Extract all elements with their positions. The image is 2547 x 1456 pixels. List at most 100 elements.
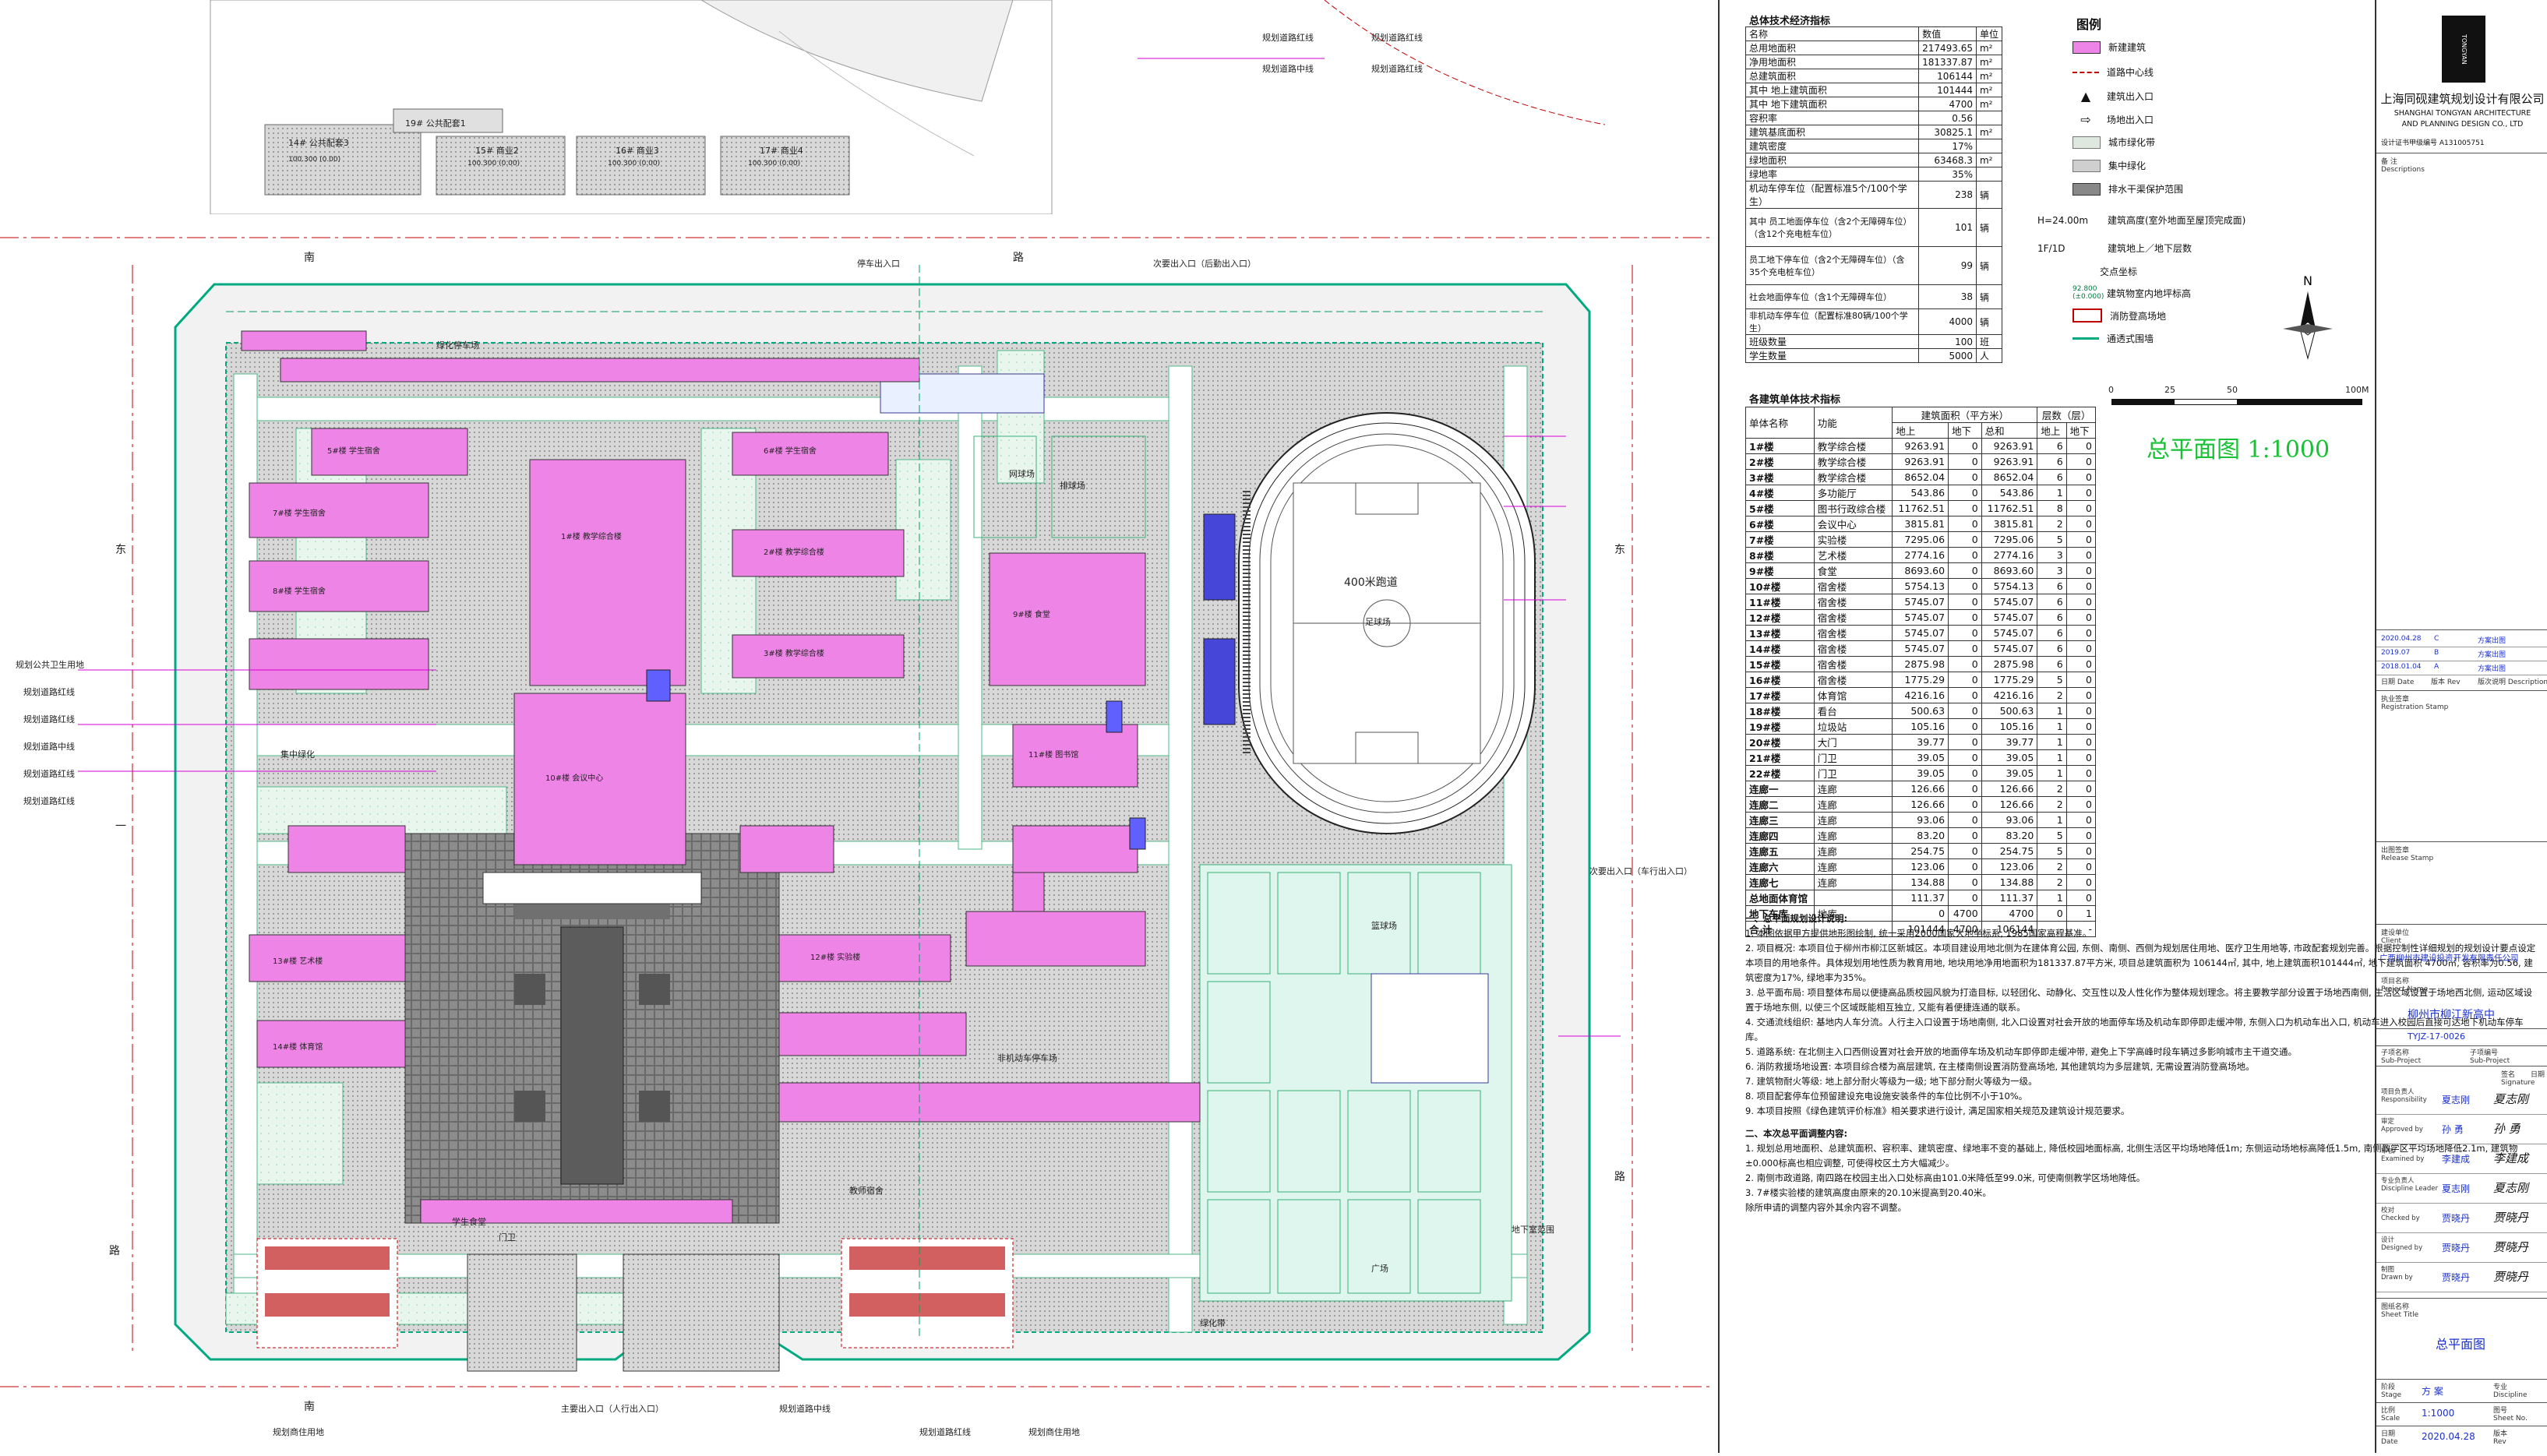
cell: 0 [2065, 672, 2097, 688]
cell: 连廊三 [1745, 812, 1815, 828]
role-label: 项目负责人 Responsibility [2381, 1088, 2427, 1104]
legend-item-city-green: 城市绿化带 [2073, 136, 2155, 149]
cell: 5000 [1918, 348, 1977, 363]
cell: 0 [2065, 562, 2097, 579]
cell: 2 [2037, 796, 2067, 813]
cell: 其中 地上建筑面积 [1744, 83, 1920, 97]
signature: 贾晓丹 [2493, 1240, 2529, 1254]
rev-label: 版本 Rev [2493, 1430, 2508, 1446]
revision-cell: C [2434, 635, 2439, 643]
cell: 18#楼 [1745, 703, 1815, 719]
legend-item-drain: 排水干渠保护范围 [2073, 182, 2183, 196]
cell: 134.88 [1892, 874, 1949, 890]
note-item: 2. 南侧市政道路, 南四路在校园主出入口处标高由101.0米降低至99.0米,… [1745, 1172, 2146, 1183]
cell: 0 [2065, 625, 2097, 641]
block-label-16: 16# 商业3 [616, 146, 659, 156]
cell: 1 [2037, 890, 2067, 906]
cell: 5745.07 [1981, 609, 2038, 626]
cell: 1 [2037, 765, 2067, 781]
cell: 1 [2037, 734, 2067, 750]
cell: 非机动车停车位（配置标准80辆/100个学生） [1744, 308, 1920, 335]
cell: 181337.87 [1918, 55, 1977, 69]
cell: 0 [2065, 500, 2097, 516]
cell: 2 [2037, 874, 2067, 890]
cell: 9#楼 [1745, 562, 1815, 579]
cell: 16#楼 [1745, 672, 1815, 688]
sub-project-no-label: 子项编号 Sub-Project [2470, 1049, 2510, 1065]
cell: 0 [2065, 858, 2097, 875]
cell: 连廊 [1813, 858, 1893, 875]
cell: 地下 [1948, 422, 1982, 439]
cell: 4#楼 [1745, 485, 1815, 501]
cell: 8693.60 [1981, 562, 2038, 579]
south-road-label: 南 [304, 1401, 315, 1413]
cell: 宿舍楼 [1813, 656, 1893, 672]
cell: 6 [2037, 453, 2067, 470]
cell: 社会地面停车位（含1个无障碍车位） [1744, 284, 1920, 309]
cell: 0 [1948, 827, 1982, 844]
legend-label: 道路中心线 [2107, 67, 2154, 78]
cell: 17% [1918, 139, 1977, 153]
cell: 12#楼 [1745, 609, 1815, 626]
cell: 5745.07 [1892, 609, 1949, 626]
block-elev-2: 100.300 (0.00) [467, 160, 520, 167]
cell [1975, 111, 2003, 125]
misc-label-bike: 非机动车停车场 [997, 1053, 1057, 1063]
notes-part1: 1. 本图依据甲方提供地形图绘制, 统一采用2000国家大地坐标系, 1985国… [1745, 926, 2540, 1119]
cell: 0 [1948, 531, 1982, 548]
cell: - [2065, 921, 2097, 937]
cell: 地下 [2065, 422, 2097, 439]
note-item: 5. 道路系统: 在北侧主入口西侧设置对社会开放的地面停车场及机动车即停即走缓冲… [1745, 1046, 2297, 1057]
cell: 宿舍楼 [1813, 578, 1893, 594]
axis-lines [226, 265, 1543, 1340]
misc-label-parking: 绿化停车场 [436, 340, 479, 351]
cell: 6 [2037, 438, 2067, 454]
legend-title: 图例 [2076, 17, 2102, 32]
misc-label-canteen: 学生食堂 [452, 1217, 486, 1227]
cell: 0 [2065, 749, 2097, 766]
cell: 101444 [1918, 83, 1977, 97]
cell: 21#楼 [1745, 749, 1815, 766]
cell: 4216.16 [1981, 687, 2038, 703]
note-item: 除所申请的调整内容外其余内容不调整。 [1745, 1202, 1907, 1213]
cell: 39.77 [1981, 734, 2038, 750]
cell: 0 [2065, 781, 2097, 797]
client-label: 建设单位 Client [2381, 929, 2410, 945]
cell: 4700 [1981, 905, 2038, 922]
cell: 2875.98 [1892, 656, 1949, 672]
svg-text:N: N [2303, 273, 2312, 288]
cell: 地下车库 [1745, 905, 1815, 922]
block-label-17: 17# 商业4 [760, 146, 803, 156]
cell: 0 [2065, 890, 2097, 906]
running-track [1238, 412, 1536, 834]
cell: 254.75 [1981, 843, 2038, 859]
revision-cell: A [2434, 663, 2439, 671]
cell: 2 [2037, 516, 2067, 532]
cell: 容积率 [1744, 111, 1920, 125]
cell: 17#楼 [1745, 687, 1815, 703]
cell: 7295.06 [1892, 531, 1949, 548]
design-notes: 一、总平面规划设计说明: 1. 本图依据甲方提供地形图绘制, 统一采用2000国… [1745, 911, 2540, 1215]
rev-header-date: 日期 Date [2381, 679, 2415, 686]
cell [1975, 139, 2003, 153]
cell: 连廊六 [1745, 858, 1815, 875]
building-label-3: 3#楼 教学综合楼 [764, 650, 824, 658]
note-item: 3. 7#楼实验楼的建筑高度由原来的20.10米提高到20.40米。 [1745, 1187, 1991, 1198]
cell: 0 [2065, 796, 2097, 813]
cell: 5 [2037, 672, 2067, 688]
cell: 20#楼 [1745, 734, 1815, 750]
cell: 总建筑面积 [1744, 69, 1920, 83]
cell: 0 [1948, 656, 1982, 672]
cell: 0 [1948, 765, 1982, 781]
